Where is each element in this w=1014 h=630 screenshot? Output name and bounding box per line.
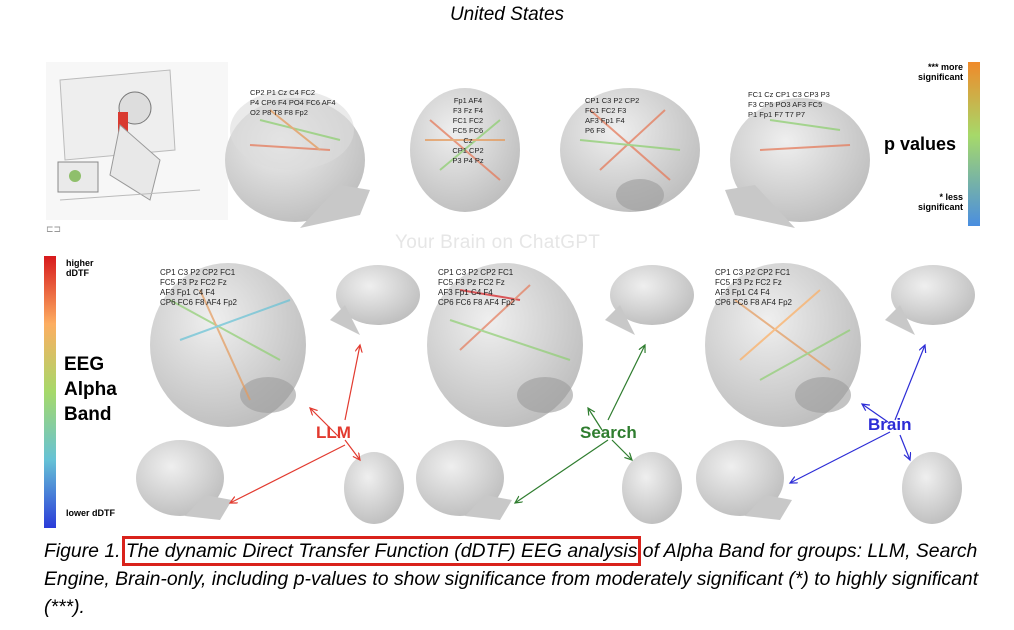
svg-text:⊏⊐: ⊏⊐: [46, 224, 61, 234]
brain-row1-back: [560, 88, 700, 212]
llm-arrows: [230, 345, 360, 503]
dDTF-scale-bottom-label: lower dDTF: [66, 508, 115, 518]
dDTF-colorbar: [44, 256, 56, 528]
p-scale-bottom-label: * less significant: [917, 192, 963, 212]
group-label-search: Search: [580, 423, 637, 442]
header-country: United States: [449, 4, 565, 25]
caption-highlight: The dynamic Direct Transfer Function (dD…: [121, 536, 642, 566]
illustration-person-at-computer: ⊏⊐: [46, 62, 228, 234]
group-label-llm: LLM: [316, 423, 351, 442]
dDTF-scale-top-label: higher dDTF: [66, 258, 94, 278]
connectivity-edges-row1: [249, 109, 851, 181]
p-scale-top-label: *** more significant: [917, 62, 963, 82]
brain-search-top-bottom: [622, 452, 682, 524]
brain-llm-back: [150, 263, 306, 427]
brain-search-back: [427, 263, 583, 427]
brain-brain-side-bottom: [696, 440, 792, 520]
brain-brain-back: [705, 263, 861, 427]
brain-llm-top-bottom: [344, 452, 404, 524]
search-arrows: [515, 345, 645, 503]
figure-caption: Figure 1. The dynamic Direct Transfer Fu…: [44, 536, 1004, 621]
connectivity-edges-row2: [169, 284, 851, 401]
brain-brain-side-small: [885, 265, 975, 335]
brain-brain-top-bottom: [902, 452, 962, 524]
caption-prefix: Figure 1.: [44, 540, 126, 562]
watermark-text: Your Brain on ChatGPT: [395, 232, 601, 253]
brain-search-side-bottom: [416, 440, 512, 520]
group-label-brain: Brain: [868, 415, 912, 434]
dDTF-scale-title: EEG Alpha Band: [64, 354, 117, 425]
brain-llm-side-bottom: [136, 440, 232, 520]
p-scale-title: p values: [884, 134, 957, 154]
brain-search-side-small: [605, 265, 694, 335]
brain-llm-side-small: [330, 265, 420, 335]
brain-arrows: [790, 345, 925, 483]
figure-graphic: ⊏⊐: [44, 62, 980, 528]
caption-suffix: of Alpha Band for groups: LLM, Search En…: [44, 540, 979, 618]
p-value-colorbar: [968, 62, 980, 226]
